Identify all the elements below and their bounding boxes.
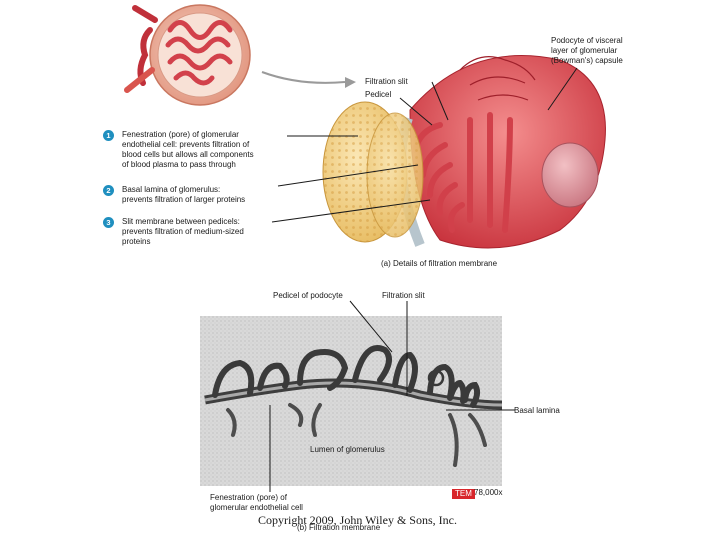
basal-lamina-label: Basal lamina [514, 406, 560, 415]
step-2-text: Basal lamina of glomerulus: prevents fil… [122, 185, 246, 204]
pedicel-label: Pedicel [365, 90, 392, 99]
pedicel-of-podocyte-label: Pedicel of podocyte [273, 291, 343, 300]
tem-micrograph [200, 316, 503, 486]
podocyte-illustration [322, 55, 606, 249]
copyright-notice: Copyright 2009, John Wiley & Sons, Inc. [258, 513, 457, 527]
caption-b: (b) Filtration membrane [297, 523, 381, 532]
leader-lines-top [271, 67, 578, 223]
renal-corpuscle [124, 4, 251, 106]
fenestration-label: Fenestration (pore) of glomerular endoth… [210, 493, 303, 512]
tem-badge: TEM [452, 489, 475, 499]
step-1-text: Fenestration (pore) of glomerular endoth… [122, 130, 254, 169]
podocyte-label: Podocyte of visceral layer of glomerular… [551, 36, 623, 65]
step-3-badge: 3 [103, 217, 114, 228]
magnification-label: 78,000x [474, 488, 503, 497]
caption-a: (a) Details of filtration membrane [381, 259, 498, 268]
zoom-arrow [261, 71, 346, 84]
step-1-badge: 1 [103, 130, 114, 141]
lumen-label: Lumen of glomerulus [310, 445, 385, 454]
zoom-arrow-head [345, 77, 356, 88]
step-2-badge: 2 [103, 185, 114, 196]
filtration-slit-label: Filtration slit [365, 77, 408, 86]
step-3-text: Slit membrane between pedicels: prevents… [122, 217, 244, 246]
micro-filtration-slit-label: Filtration slit [382, 291, 425, 300]
leader-lines-micro [269, 300, 515, 492]
